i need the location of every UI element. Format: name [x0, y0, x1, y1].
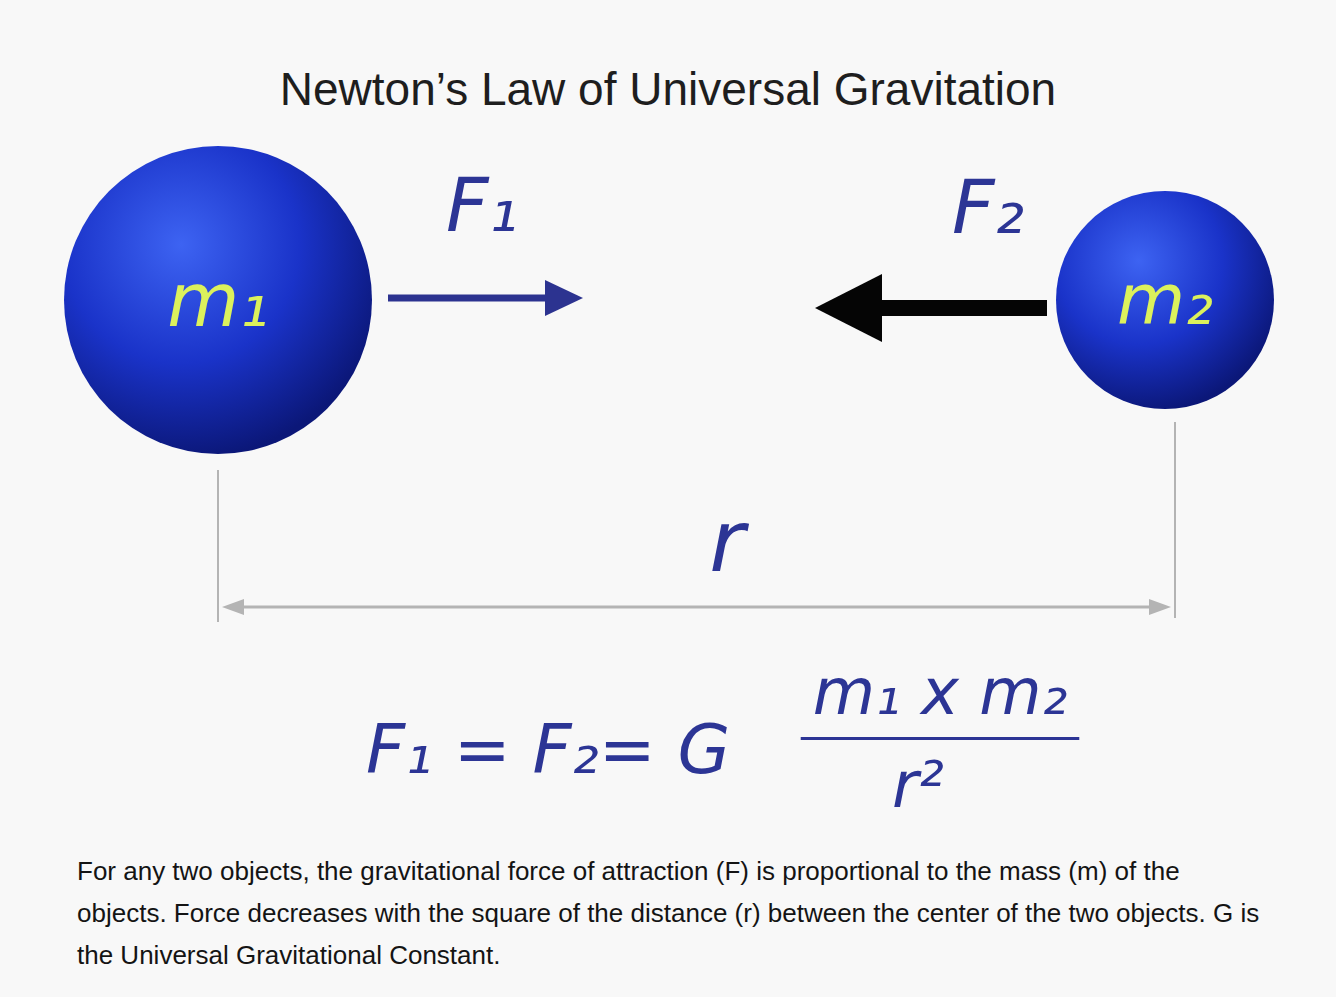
force-label: F₁ — [446, 168, 518, 242]
mass-sphere: m₁ — [63, 145, 373, 455]
mass-sphere: m₂ — [1055, 190, 1275, 410]
equation-numerator: m₁ x m₂ — [813, 660, 1068, 724]
force-label: F₂ — [952, 170, 1024, 244]
dimension-arrow — [222, 599, 244, 615]
sphere-circle — [1056, 191, 1274, 409]
dimension-line — [236, 606, 1157, 609]
sphere-label-group: m₂ — [1117, 265, 1213, 335]
dimension-arrow — [1149, 599, 1171, 615]
force-arrow — [872, 300, 1047, 316]
mass-label: m₁ — [167, 263, 269, 337]
sphere-circle — [64, 146, 372, 454]
mass-label: m₂ — [1117, 265, 1213, 335]
arrow-head — [815, 274, 882, 342]
extension-line — [1174, 422, 1176, 618]
arrow-head — [545, 280, 583, 316]
force-arrow — [388, 295, 552, 302]
title: Newton’s Law of Universal Gravitation — [280, 66, 1056, 112]
fraction-bar — [801, 737, 1080, 740]
distance-label: r — [709, 498, 744, 584]
caption: For any two objects, the gravitational f… — [77, 850, 1272, 976]
equation-text: F₁ = F₂= G — [366, 716, 730, 784]
sphere-label-group: m₁ — [167, 263, 269, 337]
equation-denominator: r² — [892, 753, 944, 817]
extension-line — [217, 470, 219, 622]
